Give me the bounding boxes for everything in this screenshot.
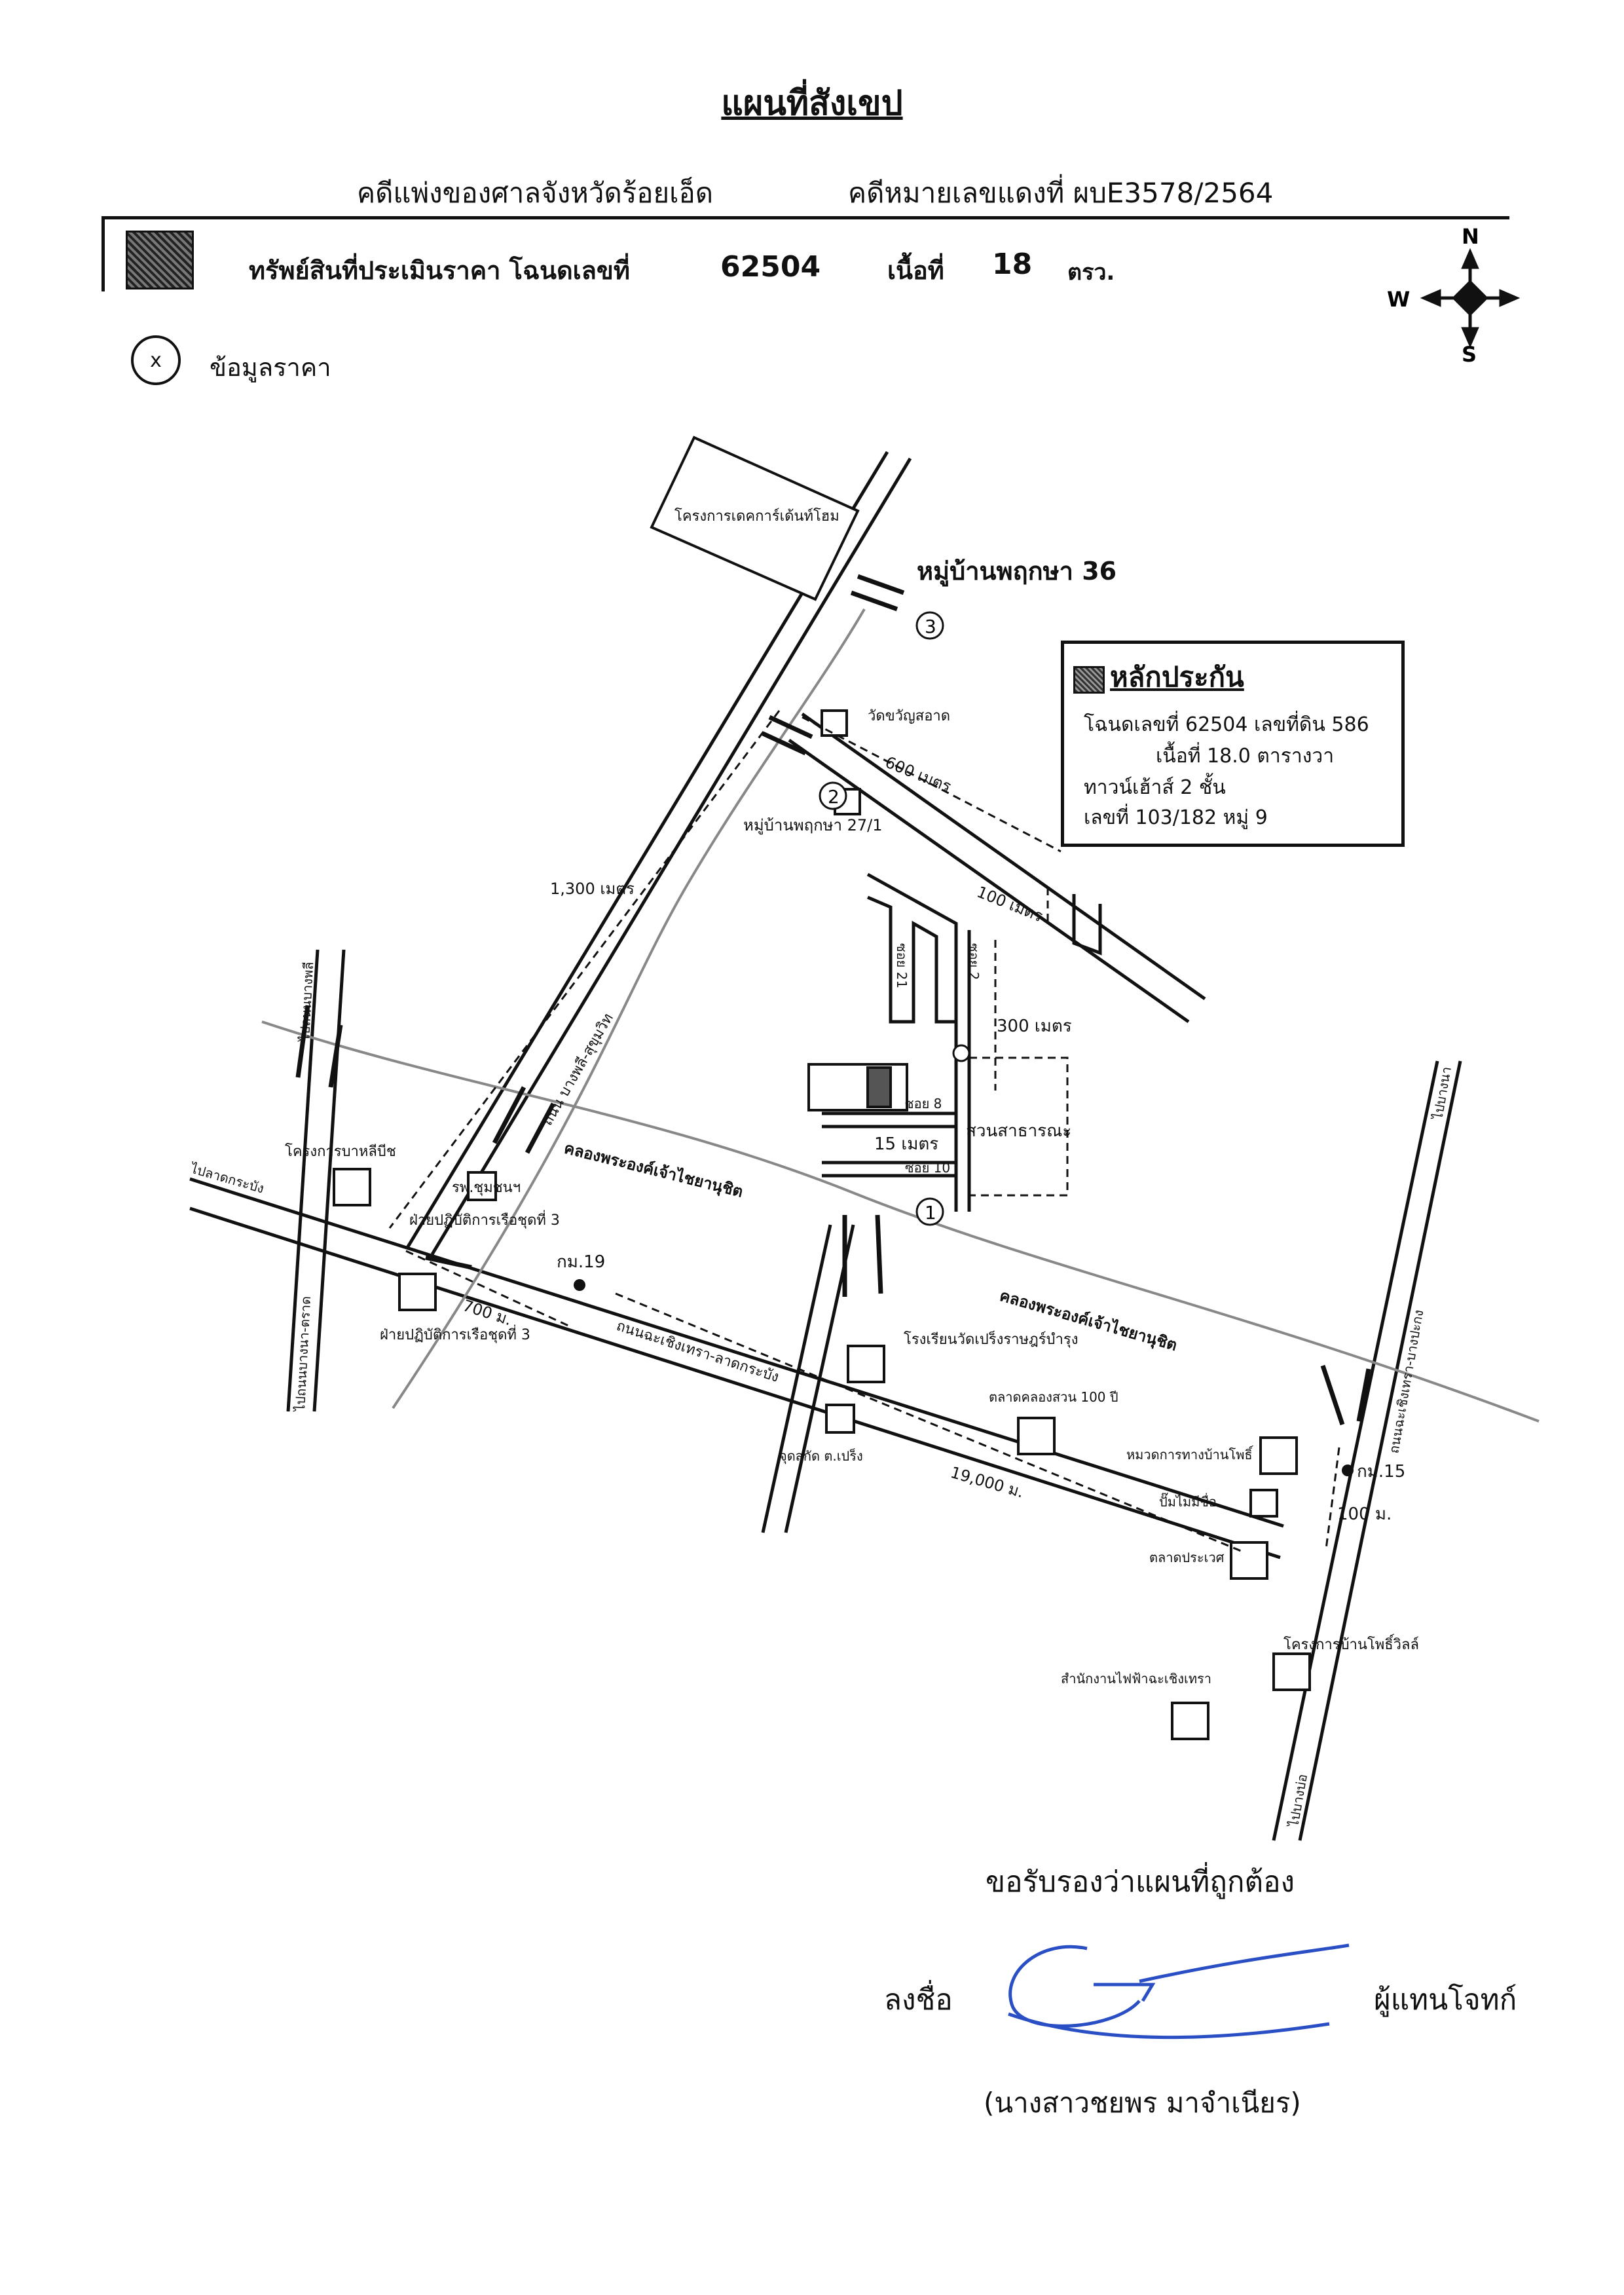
school-building bbox=[847, 1345, 885, 1383]
signature-drawing bbox=[1008, 1943, 1350, 2040]
page-title: แผนที่สังเขป bbox=[721, 84, 903, 123]
highway-edge-b bbox=[189, 1206, 1281, 1559]
label-hospital: รพ.ชุมชนฯ bbox=[452, 1180, 521, 1196]
label-navy2: ฝ่ายปฏิบัติการเรือชุดที่ 3 bbox=[380, 1324, 530, 1343]
marker-3: 3 bbox=[925, 616, 936, 637]
compass-n: N bbox=[1462, 224, 1479, 249]
pump-building bbox=[825, 1404, 855, 1434]
navy-building bbox=[398, 1273, 437, 1311]
compass-w: W bbox=[1387, 287, 1410, 312]
label-dist300: 300 เมตร bbox=[997, 1017, 1072, 1036]
sign-label: ลงชื่อ bbox=[884, 1983, 953, 2017]
label-dist700: 700 ม. bbox=[460, 1296, 514, 1329]
asset-label: ทรัพย์สินที่ประเมินราคา โฉนดเลขที่ bbox=[249, 256, 630, 285]
collateral-box: หลักประกัน โฉนดเลขที่ 62504 เลขที่ดิน 58… bbox=[1061, 641, 1405, 847]
asset-hatch-swatch bbox=[126, 231, 194, 289]
collateral-line-4: เลขที่ 103/182 หมู่ 9 bbox=[1084, 806, 1268, 829]
label-soi2: ซอย 2 bbox=[966, 943, 982, 980]
label-km19: กม.19 bbox=[557, 1252, 605, 1272]
label-pumping: จุดสกัด ต.เปร็ง bbox=[779, 1447, 863, 1465]
collateral-line-3: ทาวน์เฮ้าส์ 2 ชั้น bbox=[1084, 776, 1226, 799]
signer-name: (นางสาวชยพร มาจำเนียร) bbox=[984, 2087, 1301, 2119]
label-soi8: ซอย 8 bbox=[905, 1096, 942, 1111]
km19-dot bbox=[574, 1279, 585, 1291]
label-dist600: 600 เมตร bbox=[883, 753, 954, 796]
elec-building bbox=[1171, 1702, 1209, 1740]
numbered-markers bbox=[819, 611, 970, 1226]
marker-1: 1 bbox=[925, 1202, 936, 1223]
compass-icon bbox=[1420, 248, 1521, 348]
label-dist100m: 100 ม. bbox=[1337, 1504, 1392, 1524]
label-park: สวนสาธารณะ bbox=[966, 1121, 1071, 1141]
label-market100: ตลาดคลองสวน 100 ปี bbox=[989, 1389, 1118, 1405]
price-info-label: ข้อมูลราคา bbox=[210, 353, 331, 382]
deed-number: 62504 bbox=[720, 250, 821, 284]
certification-statement: ขอรับรองว่าแผนที่ถูกต้อง bbox=[986, 1865, 1295, 1899]
label-dist100: 100 เมตร bbox=[974, 883, 1046, 926]
marker-2: 2 bbox=[828, 786, 840, 808]
collateral-line-2: เนื้อที่ 18.0 ตารางวา bbox=[1156, 745, 1335, 768]
label-project-bali: โครงการบาหลีบีช bbox=[285, 1143, 396, 1160]
compass-s: S bbox=[1462, 342, 1477, 367]
label-project-phos: โครงการบ้านโพธิ์วิลล์ bbox=[1283, 1634, 1419, 1653]
bridge-marks bbox=[295, 574, 1371, 1426]
diagonal-road-edge-b bbox=[430, 457, 912, 1256]
label-dist1300: 1,300 เมตร bbox=[550, 880, 635, 898]
landmark-buildings bbox=[333, 436, 1311, 1740]
route-dashes bbox=[388, 710, 1340, 1554]
area-value: 18 bbox=[992, 248, 1033, 281]
label-village27: หมู่บ้านพฤกษา 27/1 bbox=[743, 816, 882, 835]
label-canal1: คลองพระองค์เจ้าไชยานุชิต bbox=[562, 1138, 745, 1203]
label-km15: กม.15 bbox=[1357, 1462, 1405, 1482]
collateral-heading: หลักประกัน bbox=[1110, 661, 1244, 693]
area-label: เนื้อที่ bbox=[887, 256, 944, 285]
temple-building bbox=[821, 709, 848, 737]
label-project-top: โครงการเดคการ์เด้นท์โฮม bbox=[674, 508, 840, 525]
label-dist15: 15 เมตร bbox=[874, 1134, 938, 1154]
bali-building bbox=[333, 1168, 371, 1206]
role-label: ผู้แทนโจทก์ bbox=[1374, 1983, 1517, 2017]
highway-building bbox=[1259, 1436, 1298, 1475]
price-info-symbol: x bbox=[131, 335, 181, 385]
phos-building bbox=[1272, 1652, 1311, 1691]
canal-line bbox=[261, 608, 1540, 1423]
townhouse-block bbox=[807, 1063, 908, 1111]
right-road-edge-a bbox=[1272, 1060, 1439, 1841]
label-soi10: ซอย 10 bbox=[905, 1160, 950, 1176]
label-elec: สำนักงานไฟฟ้าฉะเชิงเทรา bbox=[1061, 1671, 1211, 1687]
km15-dot bbox=[1342, 1465, 1354, 1476]
project-top-building bbox=[650, 436, 860, 601]
label-school: โรงเรียนวัดเปร็งราษฎร์บำรุง bbox=[904, 1330, 1078, 1348]
collateral-hatch-swatch bbox=[1073, 666, 1105, 694]
label-soi21: ซอย 21 bbox=[894, 943, 910, 988]
collateral-unit bbox=[866, 1066, 892, 1108]
market-building bbox=[1017, 1417, 1056, 1455]
case-number-label: คดีหมายเลขแดงที่ ผบE3578/2564 bbox=[848, 177, 1274, 209]
label-temple: วัดขวัญสอาด bbox=[868, 708, 950, 724]
label-gas: ปั๊มไม่มีชื่อ bbox=[1159, 1492, 1217, 1510]
label-navy1: ฝ่ายปฏิบัติการเรือชุดที่ 3 bbox=[409, 1210, 560, 1229]
header-frame bbox=[101, 216, 1509, 291]
hospital-building bbox=[467, 1171, 497, 1201]
court-case-label: คดีแพ่งของศาลจังหวัดร้อยเอ็ด bbox=[357, 177, 713, 209]
right-road-edge-b bbox=[1298, 1060, 1462, 1841]
prawet-building bbox=[1230, 1541, 1268, 1580]
collateral-line-1: โฉนดเลขที่ 62504 เลขที่ดิน 586 bbox=[1084, 713, 1369, 736]
highway-edge-a bbox=[189, 1177, 1284, 1528]
area-unit: ตรว. bbox=[1067, 259, 1115, 286]
label-prawet-market: ตลาดประเวศ bbox=[1149, 1550, 1225, 1565]
label-dist19000: 19,000 ม. bbox=[948, 1463, 1025, 1502]
label-village36: หมู่บ้านพฤกษา 36 bbox=[917, 557, 1116, 587]
label-main-road-diag: ถนน บางพลี-สุขุมวิท bbox=[540, 1011, 617, 1129]
label-highway-police: หมวดการทางบ้านโพธิ์ bbox=[1126, 1445, 1254, 1463]
gas-building bbox=[1249, 1489, 1278, 1518]
